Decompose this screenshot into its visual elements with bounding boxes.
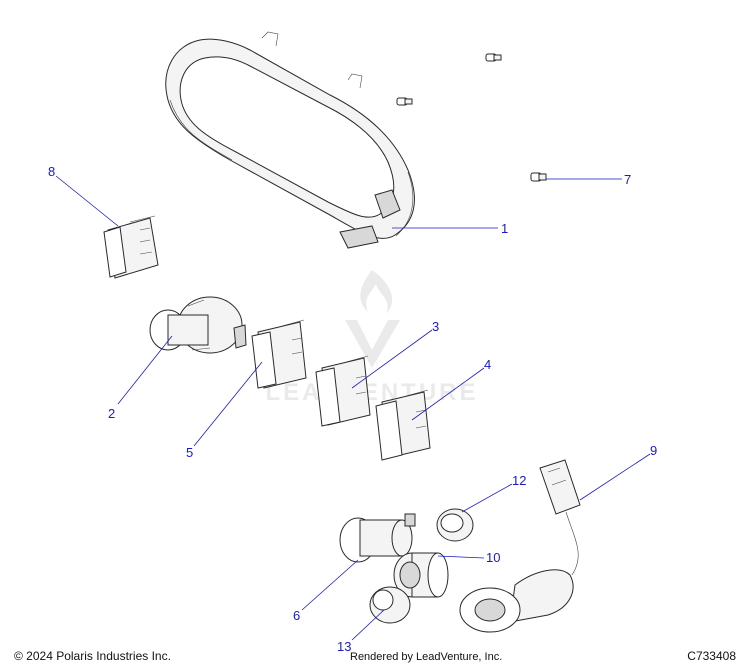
callout-7: 7 (624, 172, 631, 187)
part-ignition-switch-2 (149, 296, 247, 354)
leader-9 (579, 453, 651, 501)
callout-1: 1 (501, 221, 508, 236)
leader-lines (55, 175, 651, 641)
part-nut-12 (436, 508, 474, 542)
part-instrument-cluster (165, 31, 415, 249)
callout-10: 10 (486, 550, 500, 565)
part-harness-9 (459, 459, 581, 633)
drawing-id: C733408 (687, 649, 736, 663)
leader-8 (55, 175, 119, 227)
callout-8: 8 (48, 164, 55, 179)
watermark-text: LEADVENTURE (265, 379, 478, 406)
callout-3: 3 (432, 319, 439, 334)
callout-9: 9 (650, 443, 657, 458)
callout-5: 5 (186, 445, 193, 460)
part-screw-middle (396, 97, 413, 106)
callout-2: 2 (108, 406, 115, 421)
rendered-by-text: Rendered by LeadVenture, Inc. (350, 651, 503, 663)
callout-6: 6 (293, 608, 300, 623)
part-rocker-switch-8 (103, 215, 159, 279)
callout-labels: 1 2 3 4 5 6 7 8 9 10 12 13 (48, 164, 657, 654)
part-rocker-switch-4 (375, 389, 431, 461)
leader-10 (437, 555, 485, 559)
leader-12 (461, 483, 513, 513)
callout-4: 4 (484, 357, 491, 372)
part-screw-top (485, 53, 502, 62)
leader-3 (351, 329, 433, 389)
part-usb-socket-10 (393, 552, 449, 598)
part-rocker-switch-5 (251, 319, 307, 389)
leader-4 (411, 367, 485, 421)
callout-12: 12 (512, 473, 526, 488)
leader-6 (301, 559, 359, 611)
watermark: LEADVENTURE (265, 270, 478, 406)
leader-2 (117, 335, 173, 405)
watermark-v-icon (345, 320, 400, 368)
part-power-socket-6 (339, 513, 416, 563)
copyright-text: © 2024 Polaris Industries Inc. (14, 649, 171, 663)
leader-5 (193, 361, 263, 447)
leader-13 (351, 609, 385, 641)
part-rocker-switch-3 (315, 355, 371, 427)
part-screw-7 (530, 172, 547, 182)
callout-13: 13 (337, 639, 351, 654)
watermark-flame-icon (360, 270, 393, 314)
